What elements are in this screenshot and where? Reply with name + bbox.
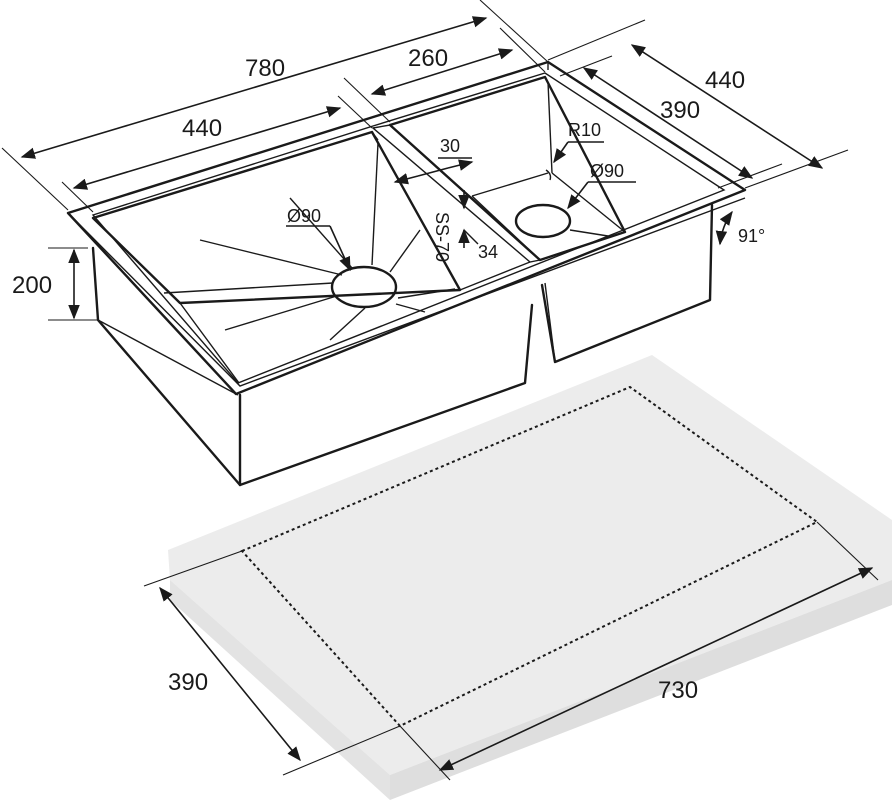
large-bowl-drain — [330, 265, 398, 309]
dim-drain-small: Ø90 — [590, 161, 624, 181]
sink-dimensions: 780 440 260 440 390 200 30 — [1, 0, 849, 321]
cutout-dimensions: 390 730 — [143, 521, 879, 781]
countertop-slab — [168, 355, 892, 800]
small-bowl-front-wall — [540, 203, 714, 364]
dim-34: 34 — [478, 242, 498, 262]
dim-line-730 — [438, 567, 874, 771]
dim-440-length: 440 — [182, 115, 222, 142]
dim-440-width: 440 — [705, 67, 745, 94]
dim-angle: 91° — [738, 226, 765, 246]
dim-390-bowl: 390 — [660, 97, 700, 124]
divider-mark: SS-70 — [432, 212, 452, 262]
large-bowl — [91, 130, 531, 384]
dim-30: 30 — [440, 136, 460, 156]
dim-200: 200 — [12, 272, 52, 299]
dim-r10: R10 — [568, 120, 601, 140]
dim-390-cutout: 390 — [168, 669, 208, 696]
dim-780: 780 — [245, 55, 285, 82]
dim-line-390-cutout — [159, 586, 301, 762]
dim-260: 260 — [408, 45, 448, 72]
small-bowl-drain — [514, 203, 572, 239]
dim-730: 730 — [658, 677, 698, 704]
dim-drain-large: Ø90 — [287, 206, 321, 226]
countertop-top-face — [168, 355, 892, 775]
dim-line-780 — [20, 16, 488, 159]
dim-line-440-length — [72, 106, 342, 190]
sink-outer-rim — [66, 60, 747, 396]
cutout-opening — [240, 385, 819, 728]
dim-line-260 — [370, 48, 514, 96]
dim-line-390-bowl — [582, 67, 754, 179]
